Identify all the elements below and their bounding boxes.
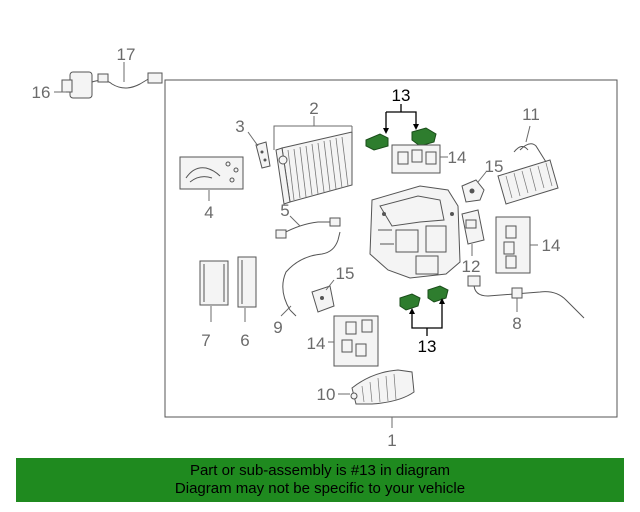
callout-6: 6	[240, 331, 249, 350]
part-filter-6	[237, 256, 257, 308]
part-sensor-5	[275, 217, 341, 239]
callout-14-right: 14	[542, 236, 561, 255]
part-clip-13-top-right	[411, 127, 437, 147]
callout-7: 7	[201, 331, 210, 350]
callout-15-left: 15	[336, 264, 355, 283]
assembly-frame	[164, 79, 618, 418]
leader-11	[525, 125, 531, 143]
callout-11: 11	[522, 105, 540, 124]
arrow-13-top-a	[383, 128, 389, 134]
leader-3	[247, 131, 259, 147]
part-heater-core-11	[497, 143, 559, 205]
callout-2: 2	[309, 99, 318, 118]
leader-2	[273, 116, 315, 150]
part-filter-7	[199, 260, 229, 306]
info-banner: Part or sub-assembly is #13 in diagram D…	[16, 458, 624, 502]
callout-4: 4	[204, 203, 213, 222]
callout-14-top: 14	[448, 148, 467, 167]
part-pipe-8	[467, 275, 585, 319]
callout-12: 12	[462, 257, 481, 276]
arrow-13-bottom-b	[439, 298, 445, 304]
arrow-13-top-b	[413, 124, 419, 130]
part-actuator-15-left	[311, 285, 335, 313]
leader-13-top-b	[386, 111, 417, 128]
part-clip-13-bottom-left	[399, 293, 421, 311]
part-controls-14-right	[495, 216, 531, 274]
part-evaporator-2	[275, 131, 353, 205]
arrow-13-bottom-a	[409, 308, 415, 314]
leader-15-left	[325, 279, 335, 291]
part-clip-13-top-left	[365, 133, 389, 151]
callout-15-right: 15	[485, 157, 504, 176]
part-controls-14-left	[333, 315, 379, 367]
callout-13-top: 13	[392, 86, 411, 105]
callout-1: 1	[387, 431, 396, 450]
part-actuator-15-right	[461, 179, 485, 203]
callout-14-left: 14	[307, 334, 326, 353]
part-clip-13-bottom-right	[427, 285, 449, 303]
callout-9: 9	[273, 318, 282, 337]
banner-line-2: Diagram may not be specific to your vehi…	[174, 480, 466, 497]
part-controls-14-top	[391, 144, 441, 174]
leader-5	[289, 215, 301, 227]
part-bracket-3	[255, 141, 271, 169]
leader-9	[280, 305, 292, 317]
part-tube-9	[282, 231, 341, 317]
callout-5: 5	[280, 201, 289, 220]
callout-10: 10	[317, 385, 336, 404]
callout-17: 17	[117, 45, 136, 64]
banner-line-1: Part or sub-assembly is #13 in diagram	[189, 462, 451, 479]
part-bracket-12	[461, 209, 485, 245]
part-seal-kit-4	[179, 156, 244, 190]
callout-13-bottom: 13	[418, 337, 437, 356]
leader-15-right	[477, 171, 487, 183]
part-hvac-housing	[369, 185, 461, 279]
part-harness-16-17	[61, 71, 163, 99]
part-heater-10	[350, 369, 415, 405]
callout-3: 3	[235, 117, 244, 136]
callout-16: 16	[32, 83, 51, 102]
callout-8: 8	[512, 314, 521, 333]
